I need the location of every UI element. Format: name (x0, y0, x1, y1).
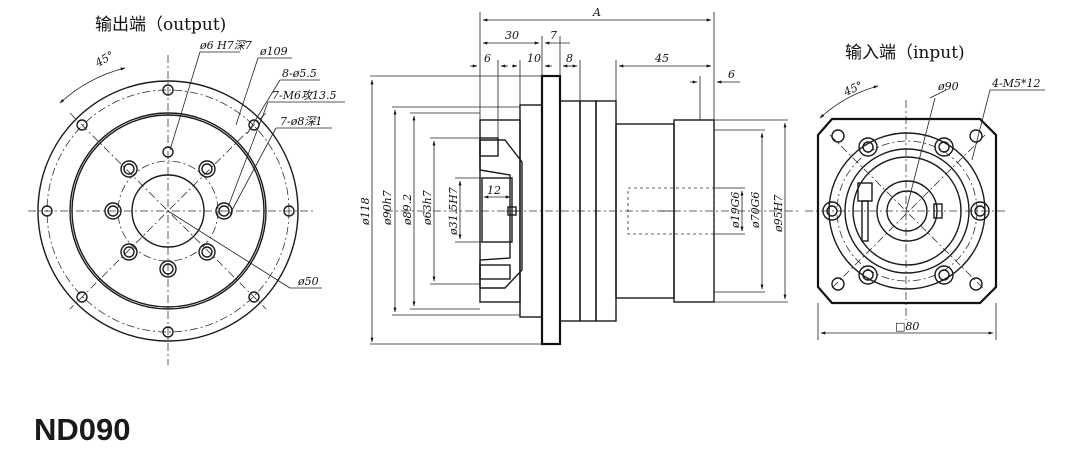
dim-6-right: 6 (728, 68, 735, 81)
left-dimension-lines (370, 75, 542, 345)
output-callout-counterbore: 7-ø8深1 (280, 115, 322, 128)
dim-12: 12 (487, 184, 501, 197)
outer-holes (41, 84, 295, 338)
top-dimension-lines (470, 12, 740, 138)
dim-8: 8 (566, 52, 573, 65)
side-section-view: ø118 ø90h7 ø89.2 ø63h7 ø31.5H7 12 ø19G6 … (359, 6, 800, 346)
dim-6-left: 6 (484, 52, 491, 65)
dim-89-2: ø89.2 (401, 194, 414, 226)
input-heading: 输入端（input) (845, 43, 965, 63)
output-callout-pin: ø6 H7深7 (199, 39, 252, 52)
dim-30: 30 (505, 29, 519, 42)
right-dimension-lines (714, 119, 788, 303)
dim-31-5H7: ø31.5H7 (447, 187, 460, 236)
output-leaders (167, 51, 345, 289)
output-end-view: 输出端（output) (28, 15, 345, 365)
output-callout-tapped: 7-M6攻13.5 (272, 89, 336, 102)
dim-19G6: ø19G6 (729, 192, 742, 229)
dim-45: 45 (654, 52, 669, 65)
dim-70G6: ø70G6 (749, 192, 762, 229)
input-end-view: 输入端（input) (805, 43, 1045, 340)
dim-63h7: ø63h7 (421, 190, 434, 226)
dim-118: ø118 (359, 197, 372, 226)
dim-95H7: ø95H7 (772, 195, 785, 233)
dim-10: 10 (527, 52, 541, 65)
output-callout-holes: 8-ø5.5 (282, 67, 317, 80)
dim-A: A (592, 6, 601, 19)
model-label: ND090 (34, 412, 131, 447)
output-bore-label: ø50 (297, 275, 319, 288)
output-angle-label: 45° (92, 49, 116, 71)
input-angle-label: 45° (841, 79, 865, 99)
output-heading: 输出端（output) (95, 15, 226, 35)
pcd-holes (822, 137, 990, 285)
dim-90h7: ø90h7 (381, 190, 394, 226)
input-callout-pcd: ø90 (937, 80, 959, 93)
input-bottom-dim: □80 (895, 320, 919, 333)
corner-holes (831, 129, 983, 291)
output-callout-pcd: ø109 (259, 45, 288, 58)
input-callout-tapped: 4-M5*12 (991, 77, 1040, 90)
tapped-holes (104, 146, 233, 278)
dim-7: 7 (550, 29, 557, 42)
